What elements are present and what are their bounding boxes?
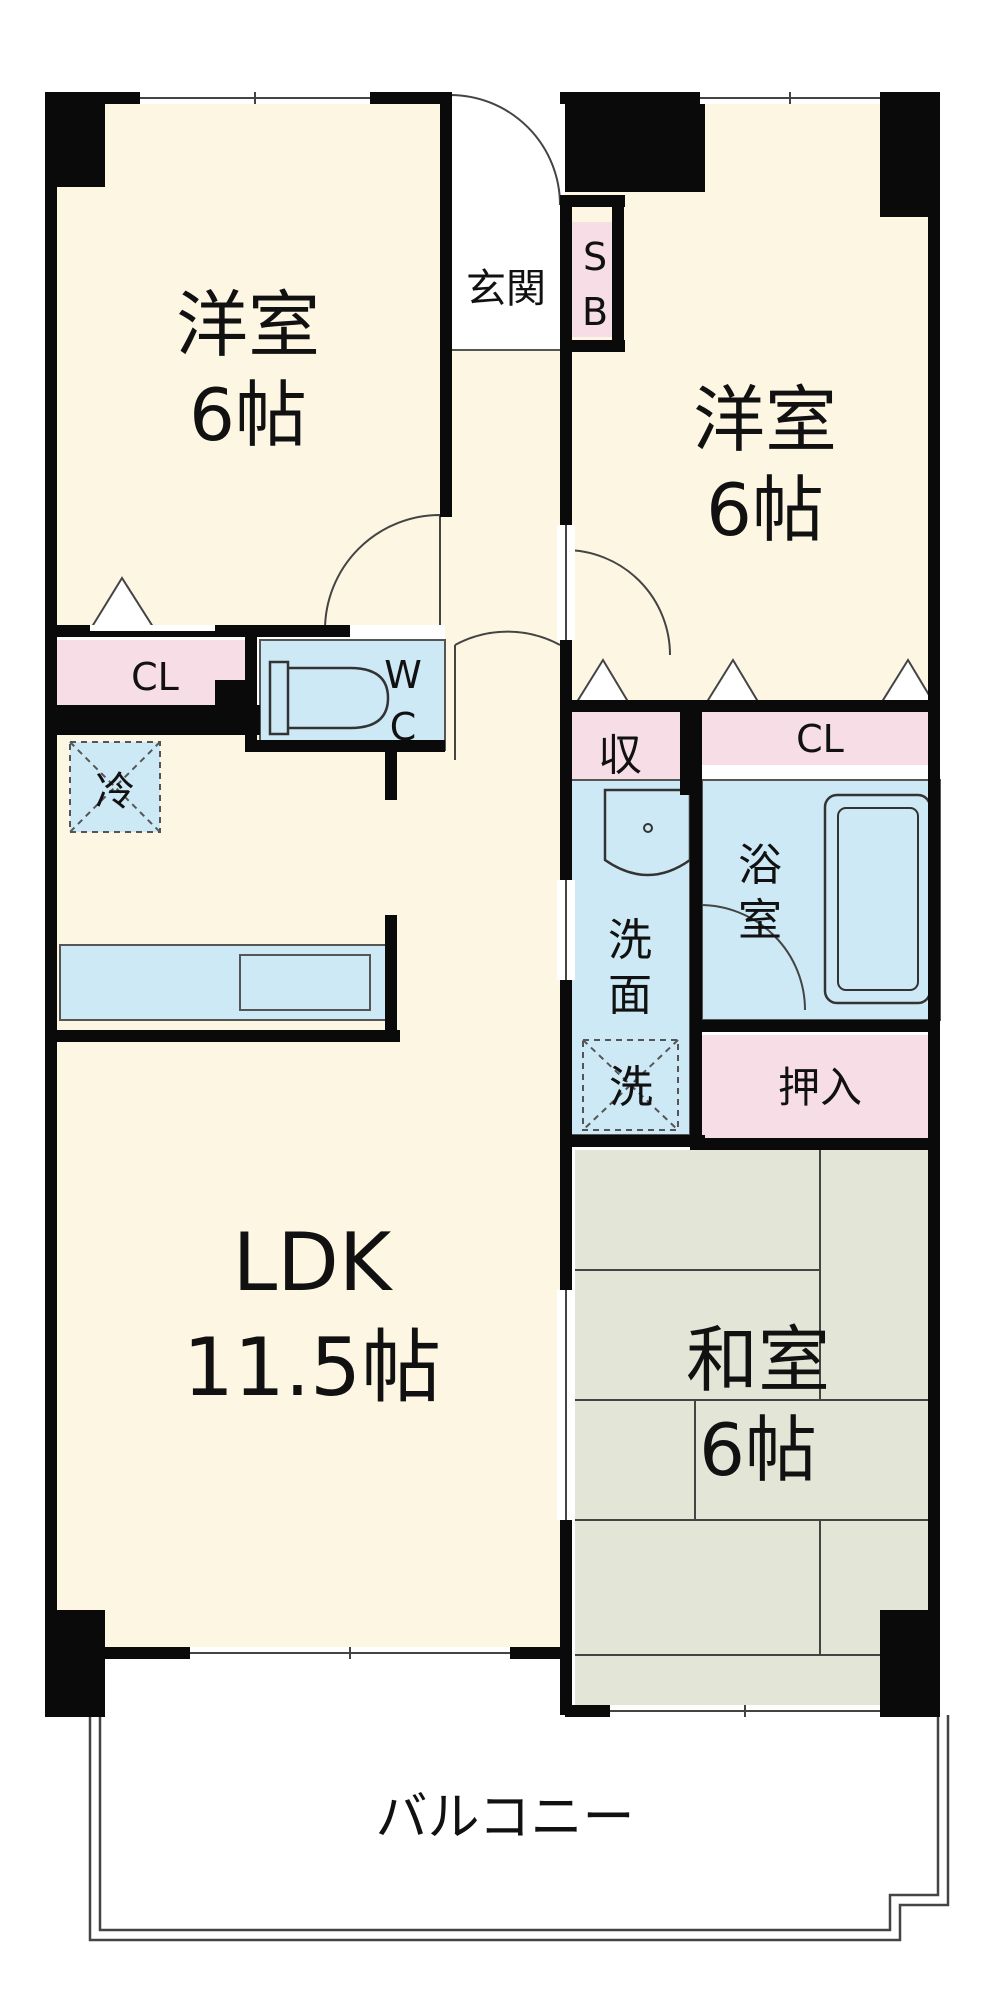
- bathtub: [823, 793, 932, 1005]
- cl-right-label: CL: [796, 717, 844, 761]
- oshiire-storage: [702, 1035, 940, 1140]
- japanese-name: 和室: [686, 1318, 830, 1402]
- shuu-label: 収: [598, 730, 642, 781]
- washer-label: 洗: [609, 1062, 653, 1113]
- western-room-1: [55, 100, 445, 630]
- fridge-space: [69, 741, 161, 833]
- washer-pan: [582, 1039, 679, 1131]
- bath-label-1: 浴: [738, 840, 782, 891]
- ldk-size: 11.5帖: [183, 1321, 441, 1414]
- western2-name: 洋室: [693, 378, 837, 462]
- genkan-floor: [450, 205, 565, 350]
- toilet: [283, 666, 390, 730]
- closet-right: [702, 712, 940, 765]
- balcony-label: バルコニー: [376, 1788, 635, 1848]
- sb-label-b: B: [582, 290, 608, 334]
- washstand-label-2: 面: [608, 970, 652, 1021]
- sb-label-s: S: [583, 235, 607, 279]
- kitchen-sink: [239, 954, 371, 1011]
- oshiire-label: 押入: [778, 1063, 862, 1112]
- japanese-room: [575, 1150, 940, 1710]
- cl-left-label: CL: [131, 655, 179, 699]
- wc-label-w: W: [384, 653, 422, 697]
- ldk-room: [55, 735, 565, 1655]
- balcony: [88, 1715, 950, 1942]
- genkan-label: 玄関: [466, 266, 546, 312]
- western1-size: 6帖: [189, 373, 307, 457]
- ldk-name: LDK: [233, 1216, 394, 1309]
- western1-name: 洋室: [176, 283, 320, 367]
- fridge-label: 冷: [95, 769, 135, 815]
- closet-left: [55, 640, 245, 710]
- western-room-2: [565, 100, 940, 705]
- washstand-label-1: 洗: [608, 915, 652, 966]
- tatami-lines: [575, 1150, 940, 1656]
- bath-label-2: 室: [738, 895, 782, 946]
- western2-size: 6帖: [706, 468, 824, 552]
- wc-label-c: C: [390, 705, 417, 749]
- japanese-size: 6帖: [699, 1408, 817, 1492]
